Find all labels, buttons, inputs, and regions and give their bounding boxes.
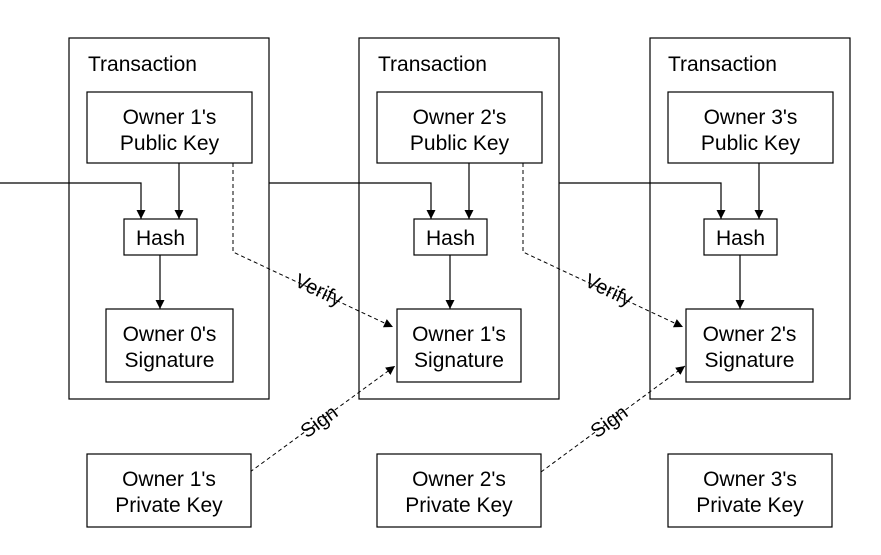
private-key-1-box	[86, 453, 252, 528]
transaction-2-signature-line1: Owner 1's	[412, 323, 506, 346]
transaction-2-to-transaction-3-hash-arrow	[559, 182, 726, 219]
private-key-2-line2: Private Key	[405, 494, 513, 517]
verify-arrow-1	[232, 163, 394, 328]
transaction-3-hash-box	[703, 218, 778, 256]
transaction-1-signature-box	[105, 308, 234, 383]
private-key-2-box	[376, 453, 542, 528]
transaction-2-public-key-line1: Owner 2's	[413, 106, 507, 129]
transaction-2-hash-label: Hash	[426, 227, 475, 250]
transaction-1-frame	[68, 37, 270, 400]
transaction-2-signature-line2: Signature	[414, 349, 504, 372]
private-key-2: Owner 2's Private Key	[376, 453, 542, 528]
incoming-previous-hash-arrow	[0, 182, 146, 219]
private-key-3-box	[667, 453, 833, 528]
sign-arrow-1	[249, 365, 396, 473]
transaction-1-public-key-line2: Public Key	[120, 132, 220, 155]
transaction-2: Transaction Owner 2's Public Key Hash Ow…	[358, 37, 560, 400]
sign-arrow-2	[540, 365, 686, 473]
transaction-1-title: Transaction	[88, 53, 197, 76]
transaction-3: Transaction Owner 3's Public Key Hash Ow…	[649, 37, 851, 400]
transaction-2-public-key-line2: Public Key	[410, 132, 510, 155]
transaction-3-frame	[649, 37, 851, 400]
transaction-2-frame	[358, 37, 560, 400]
transaction-3-signature-line2: Signature	[705, 349, 795, 372]
transaction-3-public-key-line2: Public Key	[701, 132, 801, 155]
transaction-3-hash-label: Hash	[716, 227, 765, 250]
transaction-3-signature-box	[685, 308, 814, 383]
verify-arrow-2	[522, 163, 684, 328]
private-key-3-line2: Private Key	[696, 494, 804, 517]
transaction-3-public-key-line1: Owner 3's	[704, 106, 798, 129]
private-key-1: Owner 1's Private Key	[86, 453, 252, 528]
transaction-1-public-key-line1: Owner 1's	[123, 106, 217, 129]
private-key-1-line2: Private Key	[115, 494, 223, 517]
sign-label-1: Sign	[297, 401, 342, 442]
transaction-3-public-key-box	[667, 91, 834, 164]
transaction-3-title: Transaction	[668, 53, 777, 76]
verify-label-1: Verify	[291, 270, 346, 311]
verify-label-2: Verify	[581, 270, 636, 311]
sign-label-2: Sign	[587, 401, 632, 442]
private-key-3-line1: Owner 3's	[703, 468, 797, 491]
private-key-1-line1: Owner 1's	[122, 468, 216, 491]
transaction-1-signature-line1: Owner 0's	[123, 323, 217, 346]
transaction-2-title: Transaction	[378, 53, 487, 76]
transaction-1-signature-line2: Signature	[125, 349, 215, 372]
transaction-1-to-transaction-2-hash-arrow	[269, 182, 436, 219]
transaction-1-hash-label: Hash	[136, 227, 185, 250]
transaction-2-public-key-box	[376, 91, 543, 164]
transaction-1-public-key-box	[86, 91, 253, 164]
transaction-1: Transaction Owner 1's Public Key Hash Ow…	[68, 37, 270, 400]
transaction-3-signature-line1: Owner 2's	[703, 323, 797, 346]
private-key-3: Owner 3's Private Key	[667, 453, 833, 528]
transaction-2-signature-box	[396, 308, 522, 383]
private-key-2-line1: Owner 2's	[412, 468, 506, 491]
